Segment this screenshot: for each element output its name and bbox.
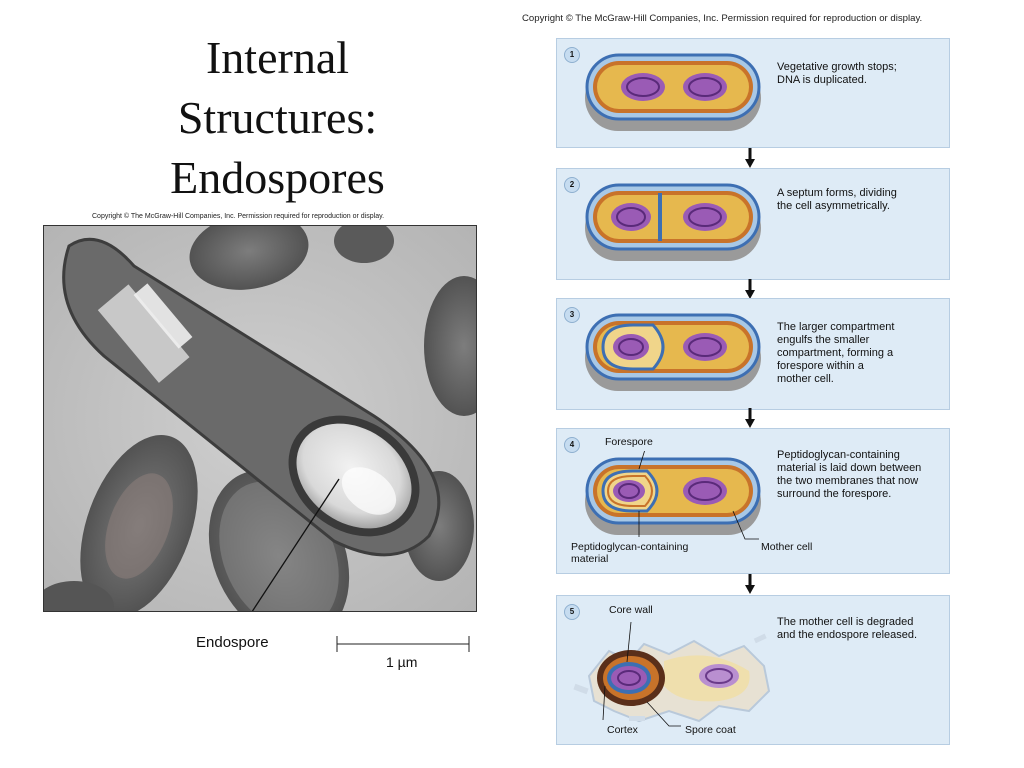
- step-5-number: 5: [564, 604, 580, 620]
- step-1-cell-illustration: [585, 53, 761, 131]
- down-arrow-icon: [745, 408, 755, 428]
- step-4-panel: 4 Forespore Peptidoglycan-containing mat…: [556, 428, 950, 574]
- step-4-text-line: surround the forespore.: [777, 488, 892, 500]
- step-3-text-line: engulfs the smaller: [777, 334, 870, 346]
- step-4-text-line: the two membranes that now: [777, 475, 919, 487]
- down-arrow-icon: [745, 279, 755, 299]
- down-arrow-icon: [745, 574, 755, 594]
- endospore-pointer-line: [251, 478, 340, 611]
- forespore-label: Forespore: [605, 436, 653, 448]
- step-3-text-line: mother cell.: [777, 373, 834, 385]
- step-5-released-endospore-illustration: [573, 621, 771, 727]
- step-3-panel: 3 The larger compartment engulfs the sma…: [556, 298, 950, 410]
- title-line-3: Endospores: [170, 152, 385, 203]
- step-2-text-line: the cell asymmetrically.: [777, 200, 890, 212]
- step-5-text: The mother cell is degraded and the endo…: [777, 616, 917, 642]
- step-4-cell-illustration: [585, 451, 761, 540]
- peptidoglycan-material-label: Peptidoglycan-containing material: [571, 541, 688, 565]
- core-wall-label: Core wall: [609, 604, 653, 616]
- title-line-1: Internal: [205, 32, 350, 83]
- step-2-text-line: A septum forms, dividing: [777, 187, 897, 199]
- step-1-text-line: DNA is duplicated.: [777, 74, 867, 86]
- scale-bar-label: 1 µm: [386, 654, 418, 670]
- mother-cell-label: Mother cell: [761, 541, 813, 553]
- step-2-number: 2: [564, 177, 580, 193]
- step-4-text-line: Peptidoglycan-containing: [777, 449, 900, 461]
- step-4-text: Peptidoglycan-containing material is lai…: [777, 449, 921, 501]
- micrograph-copyright: Copyright © The McGraw-Hill Companies, I…: [92, 213, 385, 220]
- step-5-panel: 5 Core wall Cortex Spore coat The mother…: [556, 595, 950, 745]
- step-1-text-line: Vegetative growth stops;: [777, 61, 897, 73]
- cortex-label: Cortex: [607, 724, 638, 736]
- scale-bar: [336, 636, 470, 652]
- step-3-text: The larger compartment engulfs the small…: [777, 321, 894, 386]
- down-arrow-icon: [745, 148, 755, 168]
- step-5-text-line: and the endospore released.: [777, 629, 918, 641]
- title-line-2: Structures:: [177, 92, 378, 143]
- step-3-text-line: forespore within a: [777, 360, 864, 372]
- electron-micrograph: [43, 225, 477, 612]
- step-2-panel: 2 A septum forms, dividing the cell asym…: [556, 168, 950, 280]
- step-1-text: Vegetative growth stops; DNA is duplicat…: [777, 61, 897, 87]
- step-5-text-line: The mother cell is degraded: [777, 616, 914, 628]
- peptidoglycan-label-line: material: [571, 553, 609, 565]
- step-3-cell-illustration: [585, 313, 761, 391]
- step-3-number: 3: [564, 307, 580, 323]
- diagram-copyright: Copyright © The McGraw-Hill Companies, I…: [522, 13, 923, 24]
- step-4-text-line: material is laid down between: [777, 462, 922, 474]
- endospore-label: Endospore: [196, 634, 269, 651]
- step-2-cell-illustration: [585, 183, 761, 261]
- peptidoglycan-label-line: Peptidoglycan-containing: [571, 541, 689, 553]
- step-1-number: 1: [564, 47, 580, 63]
- step-2-text: A septum forms, dividing the cell asymme…: [777, 187, 897, 213]
- step-1-panel: 1 Vegetative growth stops; DNA is duplic…: [556, 38, 950, 148]
- step-3-text-line: The larger compartment: [777, 321, 895, 333]
- step-3-text-line: compartment, forming a: [777, 347, 894, 359]
- step-4-number: 4: [564, 437, 580, 453]
- spore-coat-label: Spore coat: [685, 724, 736, 736]
- slide-title: Internal Structures: Endospores: [120, 28, 435, 208]
